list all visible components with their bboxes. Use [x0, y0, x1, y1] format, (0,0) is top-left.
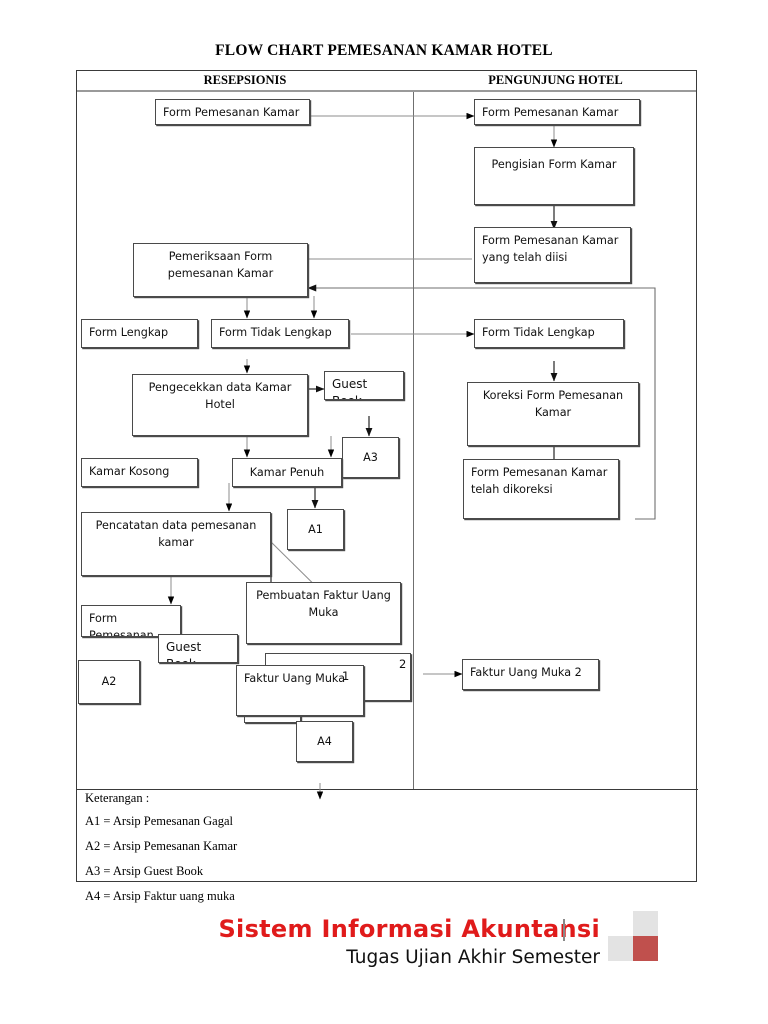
node-form-pemesanan-dikoreksi[interactable]: Form Pemesanan Kamar telah dikoreksi — [463, 459, 619, 519]
node-faktur-uang-muka-2[interactable]: Faktur Uang Muka 2 — [462, 659, 599, 690]
archive-a2[interactable]: A2 — [78, 660, 140, 704]
column-header-pengunjung-hotel: PENGUNJUNG HOTEL — [488, 73, 623, 87]
node-guest-book-top[interactable]: Guest Book — [324, 371, 404, 400]
node-kamar-kosong[interactable]: Kamar Kosong — [81, 458, 198, 487]
footer-course-title: Sistem Informasi Akuntansi — [218, 915, 600, 943]
faktur-copy-number-1: 1 — [342, 669, 350, 683]
logo-square-top-right — [633, 911, 658, 936]
faktur-copy-number-2: 2 — [399, 657, 407, 671]
legend-divider — [77, 789, 698, 790]
node-form-pemesanan-kamar-right[interactable]: Form Pemesanan Kamar — [474, 99, 640, 125]
node-pencatatan-data[interactable]: Pencatatan data pemesanan kamar — [81, 512, 271, 576]
legend-item-a4: A4 = Arsip Faktur uang muka — [85, 889, 235, 903]
legend-heading: Keterangan : — [85, 791, 150, 805]
node-pemeriksaan-form[interactable]: Pemeriksaan Form pemesanan Kamar — [133, 243, 308, 297]
node-guest-book-bottom[interactable]: Guest Book — [158, 634, 238, 663]
logo-square-bottom-left — [608, 936, 633, 961]
legend-item-a1: A1 = Arsip Pemesanan Gagal — [85, 814, 233, 828]
table-header-row: RESEPSIONIS PENGUNJUNG HOTEL — [77, 71, 696, 92]
node-form-pemesanan-kamar-left[interactable]: Form Pemesanan Kamar — [155, 99, 310, 125]
footer-separator-bar — [563, 919, 565, 941]
node-koreksi-form-pemesanan[interactable]: Koreksi Form Pemesanan Kamar — [467, 382, 639, 446]
node-faktur-uang-muka-1[interactable]: Faktur Uang Muka — [236, 665, 364, 716]
node-form-tidak-lengkap-left[interactable]: Form Tidak Lengkap — [211, 319, 349, 348]
archive-a4[interactable]: A4 — [296, 721, 353, 762]
node-kamar-penuh[interactable]: Kamar Penuh — [232, 458, 342, 487]
archive-a3-top[interactable]: A3 — [342, 437, 399, 478]
legend-item-a3: A3 = Arsip Guest Book — [85, 864, 204, 878]
flowchart-table: RESEPSIONIS PENGUNJUNG HOTEL — [76, 70, 698, 903]
legend: Keterangan : A1 = Arsip Pemesanan Gagal … — [77, 789, 698, 903]
node-pembuatan-faktur[interactable]: Pembuatan Faktur Uang Muka — [246, 582, 401, 644]
node-pengecekkan-data-kamar[interactable]: Pengecekkan data Kamar Hotel — [132, 374, 308, 436]
node-form-pemesanan-bottom[interactable]: Form Pemesanan — [81, 605, 181, 637]
logo-square-bottom-right — [633, 936, 658, 961]
page-title: FLOW CHART PEMESANAN KAMAR HOTEL — [215, 42, 553, 59]
node-form-lengkap[interactable]: Form Lengkap — [81, 319, 198, 348]
archive-a1[interactable]: A1 — [287, 509, 344, 550]
node-form-tidak-lengkap-right[interactable]: Form Tidak Lengkap — [474, 319, 624, 348]
column-divider — [413, 92, 414, 789]
footer: Sistem Informasi Akuntansi Tugas Ujian A… — [0, 905, 768, 985]
node-form-pemesanan-terisi[interactable]: Form Pemesanan Kamar yang telah diisi — [474, 227, 631, 283]
column-header-resepsionis: RESEPSIONIS — [203, 73, 287, 87]
footer-subtitle: Tugas Ujian Akhir Semester — [346, 947, 600, 968]
footer-logo — [608, 911, 658, 961]
node-pengisian-form-kamar[interactable]: Pengisian Form Kamar — [474, 147, 634, 205]
legend-item-a2: A2 = Arsip Pemesanan Kamar — [85, 839, 238, 853]
